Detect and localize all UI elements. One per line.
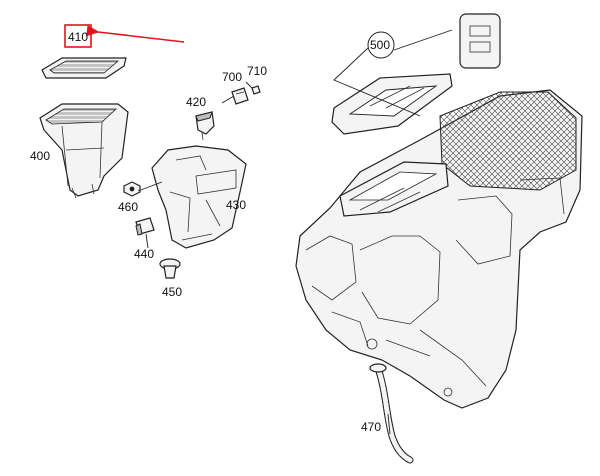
callout-430[interactable]: 430 <box>226 198 246 212</box>
callout-450[interactable]: 450 <box>162 285 182 299</box>
push-rivet-part[interactable] <box>159 258 181 279</box>
callout-500[interactable]: 500 <box>370 38 390 52</box>
callout-420[interactable]: 420 <box>186 95 206 109</box>
intake-housing-part[interactable] <box>151 145 247 249</box>
pin-part[interactable] <box>251 85 261 95</box>
callout-410[interactable]: 410 <box>68 30 88 44</box>
callout-470[interactable]: 470 <box>361 420 381 434</box>
nut-part[interactable] <box>123 181 141 197</box>
drain-hose-part[interactable] <box>369 363 414 464</box>
callout-700[interactable]: 700 <box>222 70 242 84</box>
callout-circle-500 <box>367 31 395 59</box>
connector-part[interactable] <box>231 87 249 105</box>
callout-710[interactable]: 710 <box>247 64 267 78</box>
callout-440[interactable]: 440 <box>134 247 154 261</box>
main-assembly-part[interactable] <box>295 89 583 409</box>
clip-part[interactable] <box>135 217 155 236</box>
plate-part[interactable] <box>459 13 501 69</box>
callout-400[interactable]: 400 <box>30 149 50 163</box>
highlight-arrow <box>86 25 185 43</box>
valve-part[interactable] <box>195 111 215 141</box>
filter-housing-part[interactable] <box>39 103 129 199</box>
leader-lines <box>137 29 453 435</box>
filter-insert-part[interactable] <box>41 57 127 79</box>
callout-460[interactable]: 460 <box>118 200 138 214</box>
